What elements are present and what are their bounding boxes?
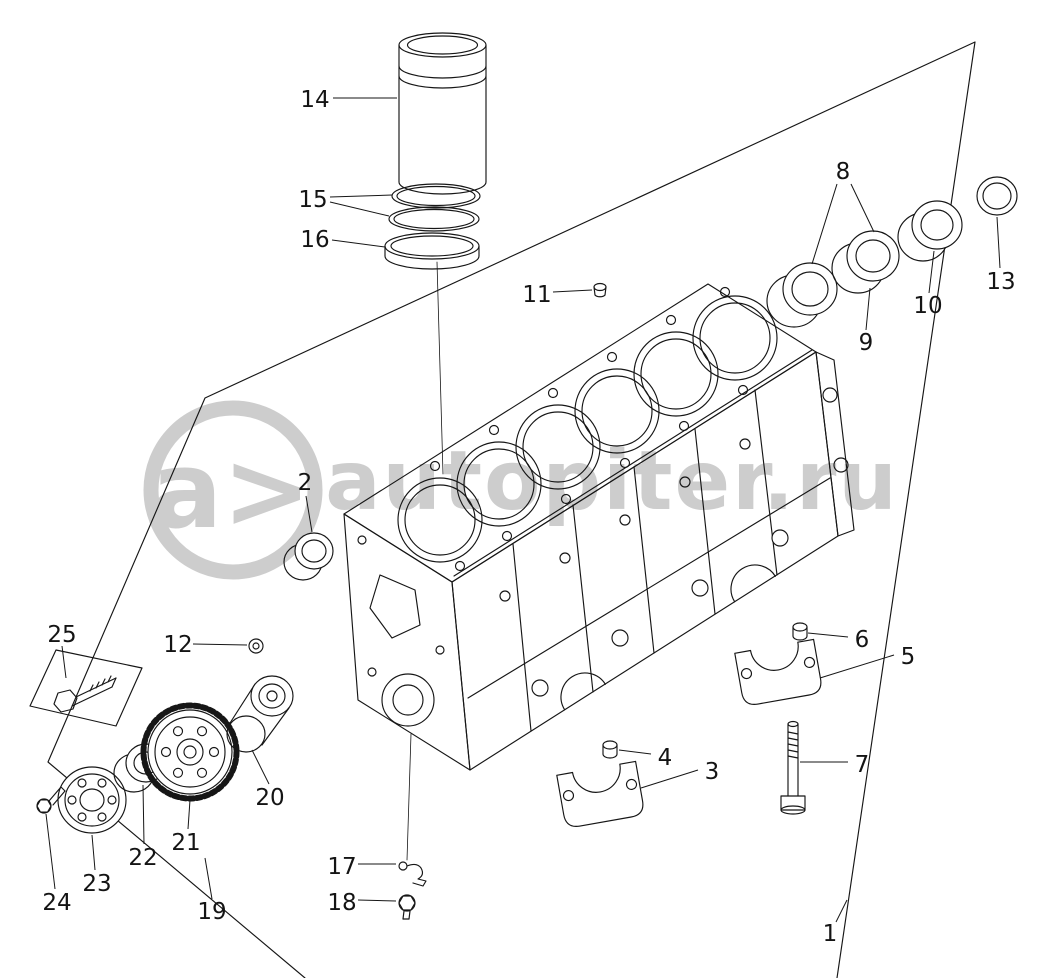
bolt-24	[36, 786, 66, 814]
block-front-end	[343, 513, 471, 771]
sealing-ring-13	[976, 176, 1018, 216]
callout-14: 14	[300, 87, 329, 113]
oil-jet-position-line	[406, 733, 412, 861]
callout-12-leader	[192, 643, 248, 646]
callout-20: 20	[255, 785, 284, 811]
callout-13: 13	[986, 269, 1015, 295]
bushing-2	[283, 532, 334, 581]
camshaft-gear-21	[140, 702, 240, 802]
main-bearing-bolt-7	[780, 720, 806, 815]
shaft-20	[226, 675, 294, 753]
callout-13-leader	[996, 216, 1001, 269]
callout-2-leader	[305, 495, 313, 533]
callout-25-leader	[61, 645, 67, 679]
bolt-25	[53, 675, 117, 713]
crankcase-arches	[560, 564, 776, 711]
cup-plug-11	[593, 282, 607, 298]
callout-25: 25	[47, 622, 76, 648]
callout-7: 7	[855, 752, 870, 778]
callout-10: 10	[913, 293, 942, 319]
callout-1: 1	[823, 921, 838, 947]
callout-8: 8	[836, 159, 851, 185]
callout-24: 24	[42, 890, 71, 916]
block-right-end	[815, 351, 855, 537]
deck-bolt-holes	[429, 286, 749, 572]
watermark-logo-ring	[143, 400, 323, 580]
callout-22: 22	[128, 845, 157, 871]
callout-23: 23	[82, 871, 111, 897]
camshaft-bushing-8a	[766, 262, 838, 328]
liner-seal-rings	[388, 183, 481, 232]
main-bearing-cap-5	[734, 638, 822, 705]
callout-24-leader	[45, 813, 56, 890]
callout-3: 3	[705, 759, 720, 785]
anti-polishing-ring	[384, 232, 480, 270]
callout-21: 21	[171, 830, 200, 856]
assembly-axis-line	[436, 261, 444, 475]
callout-18: 18	[327, 890, 356, 916]
callout-2: 2	[298, 470, 313, 496]
callout-15-leader	[329, 194, 393, 198]
oil-jet-17	[398, 861, 427, 887]
main-bearing-cap-3	[556, 760, 644, 827]
callout-21-leader	[187, 799, 191, 830]
cup-plug-12	[248, 638, 264, 654]
engine-block	[343, 283, 855, 771]
watermark-logo-text: a>	[151, 429, 311, 552]
bolt-18	[398, 894, 416, 920]
callout-12: 12	[163, 632, 192, 658]
callout-10-leader	[928, 250, 935, 294]
callout-1-leader	[835, 899, 848, 923]
callout-4-leader	[618, 749, 652, 755]
dowel-sleeve-6	[792, 622, 808, 641]
cylinder-liner	[398, 32, 487, 195]
callout-16: 16	[300, 227, 329, 253]
callout-3-leader	[640, 769, 699, 789]
callout-20-leader	[251, 749, 270, 785]
callout-18-leader	[357, 899, 397, 902]
callout-23-leader	[91, 834, 96, 871]
dowel-sleeve-4	[602, 740, 618, 759]
side-face-plugs	[499, 438, 789, 697]
gear-cluster	[36, 675, 294, 834]
callout-8-leader-2	[850, 183, 875, 233]
callout-17: 17	[327, 854, 356, 880]
callout-15: 15	[298, 187, 327, 213]
flange-23	[57, 766, 127, 834]
callout-6: 6	[855, 627, 870, 653]
callout-9: 9	[859, 330, 874, 356]
camshaft-bushing-10	[897, 200, 963, 262]
callout-8-leader	[811, 183, 838, 265]
cylinder-bores	[397, 295, 778, 563]
assembly-frame	[47, 41, 976, 978]
callout-9-leader	[865, 287, 871, 331]
callout-5: 5	[901, 644, 916, 670]
callout-4: 4	[658, 745, 673, 771]
bolt-kit-box	[29, 649, 143, 727]
callout-19-leader	[204, 857, 213, 900]
side-face-ribs	[467, 389, 831, 732]
block-top-deck	[343, 283, 817, 583]
callout-11: 11	[522, 282, 551, 308]
callout-15-leader-2	[329, 201, 390, 217]
callout-6-leader	[807, 632, 849, 638]
diagram-art	[29, 32, 1018, 978]
block-side-face	[451, 351, 839, 771]
callout-22-leader	[142, 784, 145, 845]
watermark: a> autopiter.ru	[143, 400, 897, 580]
callout-11-leader	[552, 289, 593, 293]
callout-5-leader	[819, 654, 895, 679]
callout-19: 19	[197, 899, 226, 925]
callout-16-leader	[331, 239, 386, 248]
camshaft-bushing-9	[831, 230, 900, 294]
callout-layer: 1234567891011121314151617181920212223242…	[42, 87, 1015, 947]
